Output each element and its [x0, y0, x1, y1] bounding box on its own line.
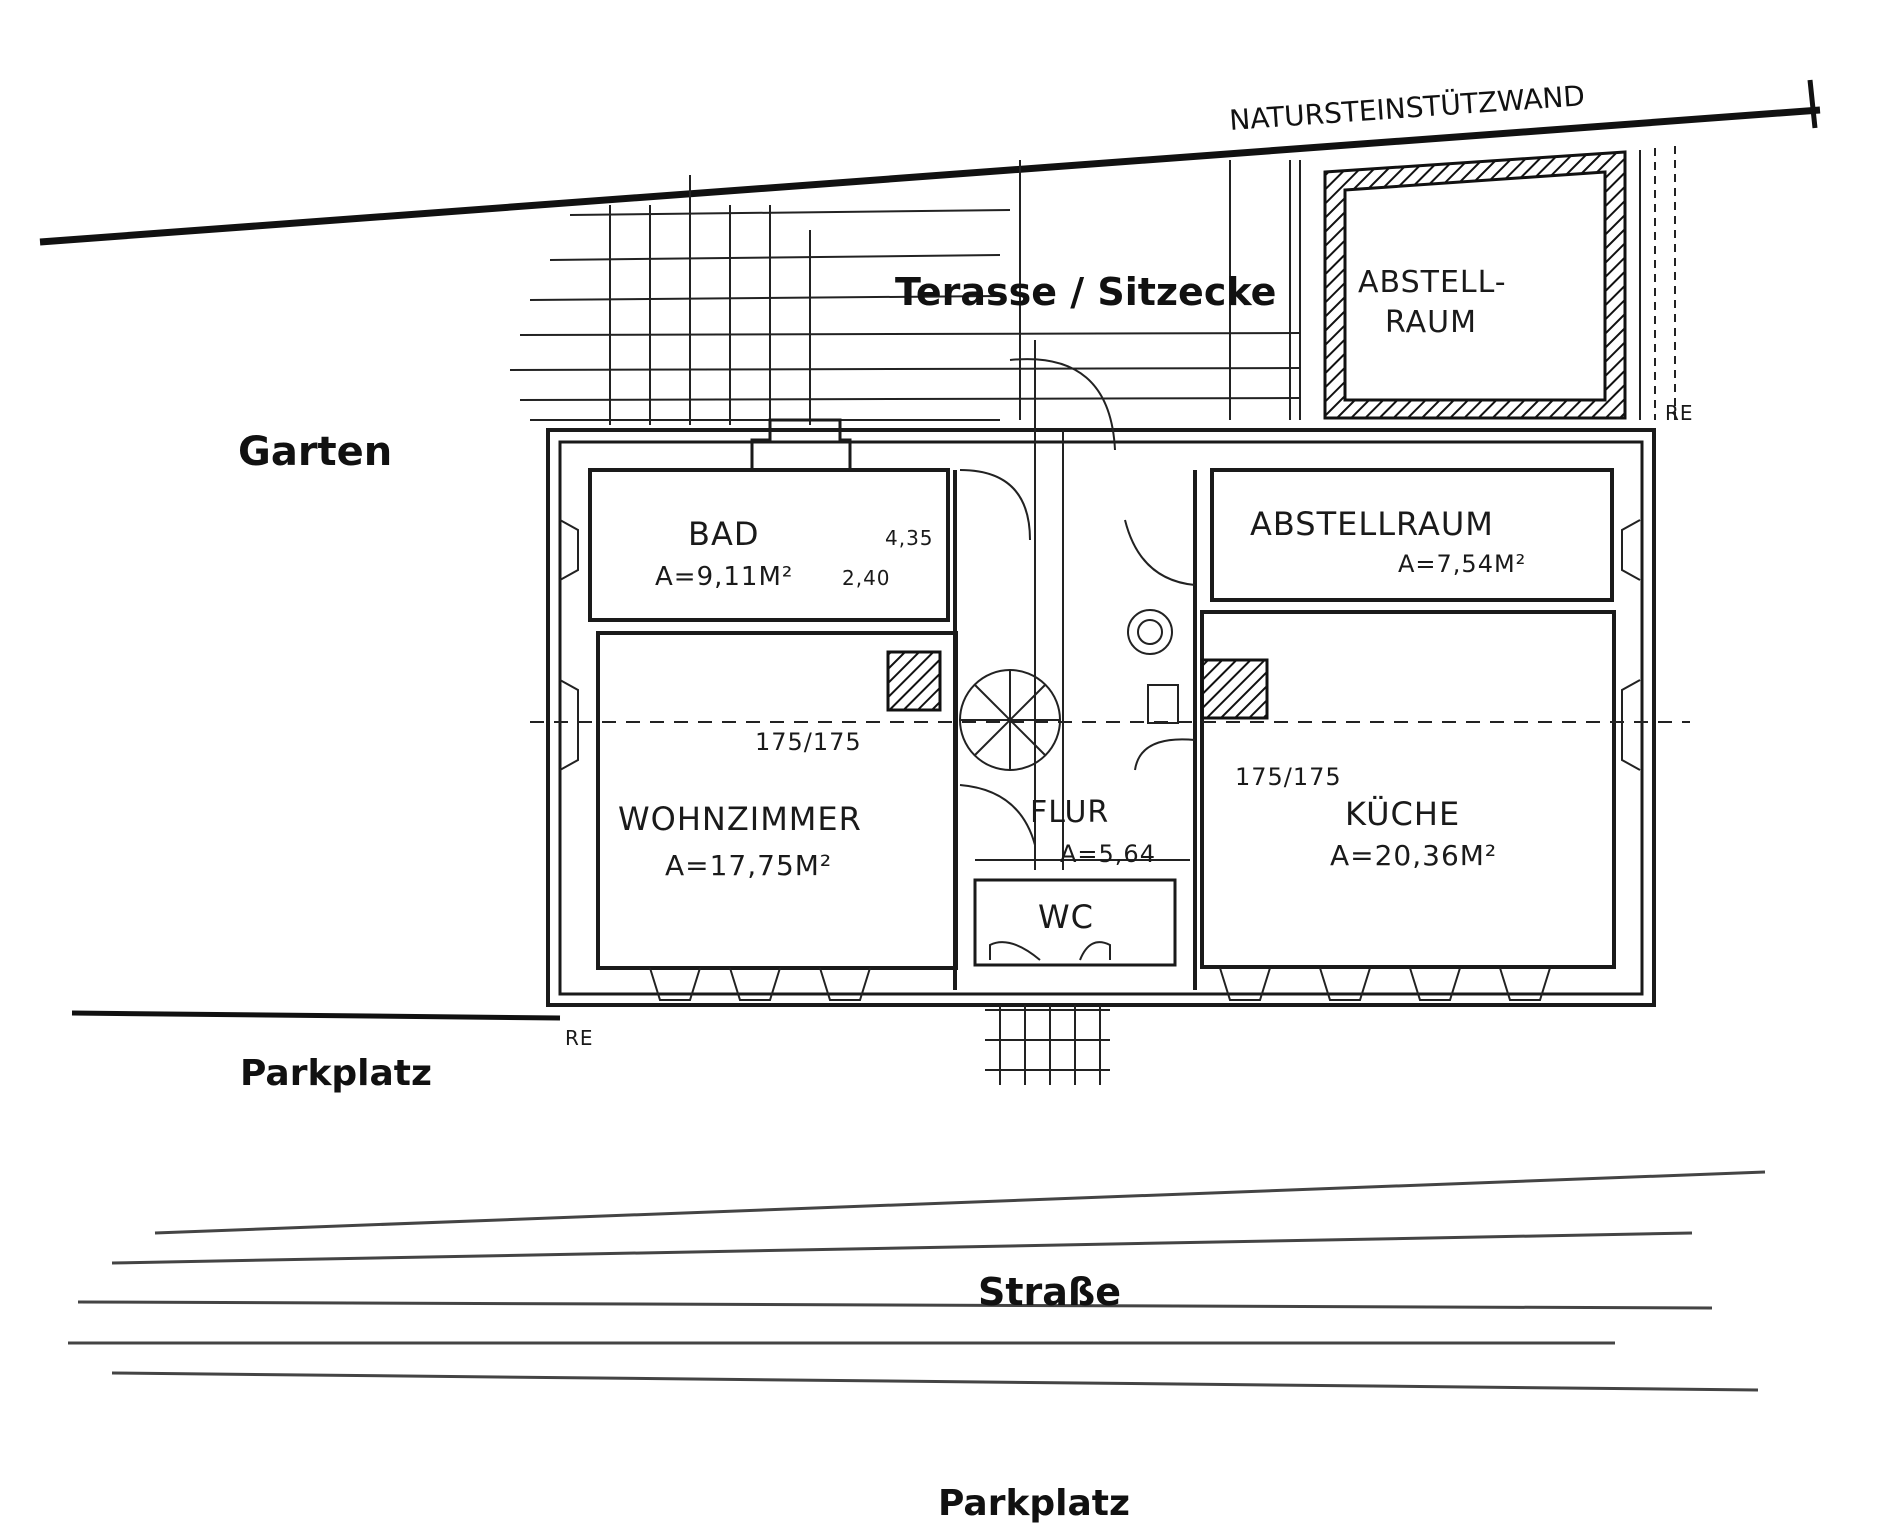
storage-area: A=7,54M²	[1398, 550, 1526, 578]
retaining-wall-line	[39, 106, 1821, 246]
hall-name: FLUR	[1030, 795, 1109, 830]
storage-top-label-2: RAUM	[1385, 305, 1477, 340]
parking-label-1: Parkplatz	[240, 1053, 432, 1094]
kitchen-name: KÜCHE	[1345, 795, 1460, 833]
hall-area: A=5,64	[1060, 840, 1156, 868]
wc-name: WC	[1038, 898, 1094, 936]
kitchen-area: A=20,36M²	[1330, 839, 1497, 872]
terrace-label: Terasse / Sitzecke	[895, 270, 1276, 314]
storage-name: ABSTELLRAUM	[1250, 505, 1494, 543]
spiral-staircase	[959, 669, 1061, 771]
corner-mark-left: RE	[565, 1026, 594, 1050]
terrace-grid	[509, 160, 1301, 425]
living-name: WOHNZIMMER	[618, 800, 862, 838]
storage-shed	[1323, 146, 1676, 420]
bath-extra: 2,40	[842, 566, 891, 590]
bath-area: A=9,11M²	[655, 562, 793, 592]
storage-top-label-1: ABSTELL-	[1358, 265, 1507, 300]
bath-name: BAD	[688, 515, 759, 553]
living-area: A=17,75M²	[665, 849, 832, 882]
house-walls	[530, 340, 1690, 1085]
bath-height: 4,35	[885, 526, 934, 550]
corner-mark-right: RE	[1665, 401, 1694, 425]
garden-label: Garten	[238, 429, 392, 475]
street-label: Straße	[978, 1270, 1121, 1314]
parking-boundary-line	[71, 1010, 561, 1021]
kitchen-window: 175/175	[1235, 763, 1342, 791]
retaining-wall-end	[1807, 79, 1818, 129]
street-lines	[68, 1170, 1766, 1392]
parking-label-2: Parkplatz	[938, 1483, 1130, 1524]
living-window: 175/175	[755, 728, 862, 756]
